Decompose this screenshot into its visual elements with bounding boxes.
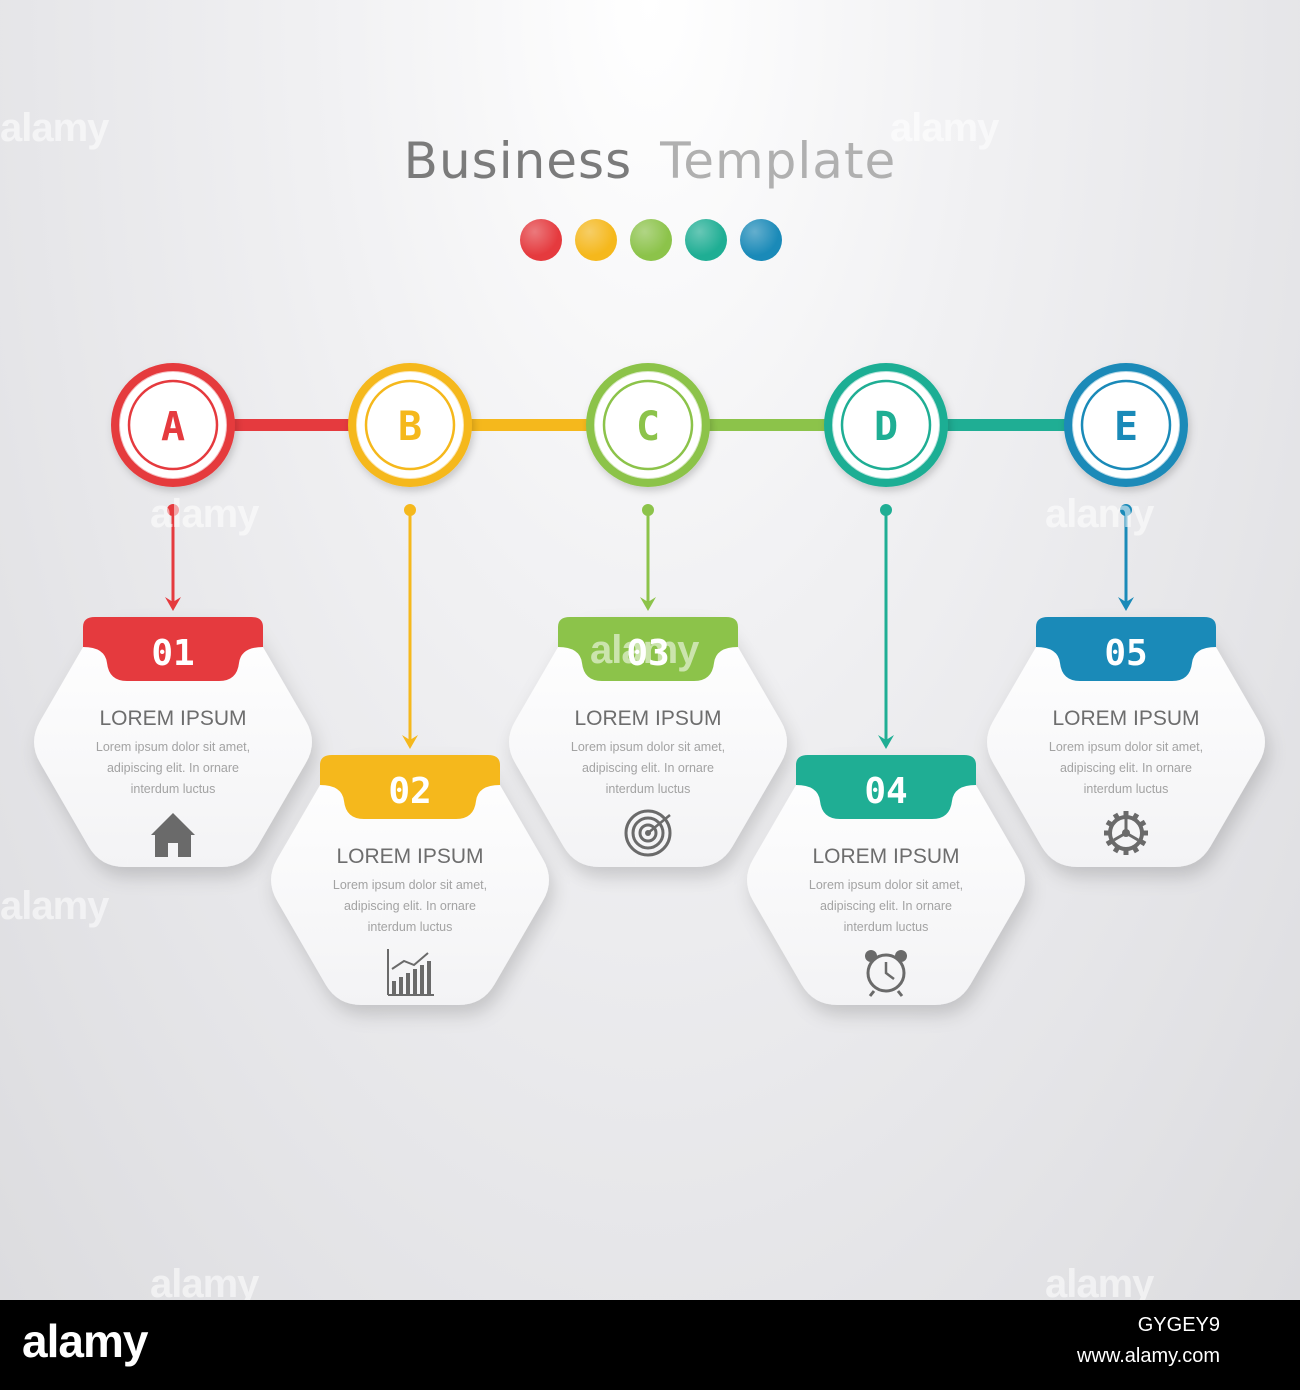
watermark: alamy <box>150 492 259 536</box>
bar-chart-icon <box>387 949 434 996</box>
step-body-line: Lorem ipsum dolor sit amet, <box>1049 740 1203 754</box>
color-dot <box>575 219 617 261</box>
step-marker: C <box>586 363 710 487</box>
watermark: alamy <box>0 106 109 150</box>
color-dots <box>520 219 782 263</box>
step-letter: A <box>161 404 185 450</box>
step-letter: B <box>398 404 422 450</box>
page-title: Business Template <box>0 132 1300 190</box>
step-marker: B <box>348 363 472 487</box>
title-word-business: Business <box>403 132 633 190</box>
step-number: 04 <box>864 771 907 812</box>
step-arrow <box>640 504 656 611</box>
color-dot <box>520 219 562 261</box>
step-heading: LOREM IPSUM <box>1052 707 1199 730</box>
step-heading: LOREM IPSUM <box>336 845 483 868</box>
watermark: alamy <box>0 884 109 928</box>
watermark: alamy <box>1045 1262 1154 1300</box>
step-body-line: interdum luctus <box>606 782 691 796</box>
color-dot <box>685 219 727 261</box>
step-body-line: interdum luctus <box>368 920 453 934</box>
stock-footer-bar: alamy GYGEY9 www.alamy.com <box>0 1300 1300 1390</box>
step-body-line: adipiscing elit. In ornare <box>582 761 714 775</box>
step-body-line: interdum luctus <box>844 920 929 934</box>
step-number: 03 <box>626 633 669 674</box>
footer-image-id: GYGEY9 <box>1137 1314 1220 1336</box>
gear-icon <box>1104 811 1148 855</box>
watermark: alamy <box>590 628 699 672</box>
step-number-tab <box>558 617 738 681</box>
step-body-line: Lorem ipsum dolor sit amet, <box>571 740 725 754</box>
step-body-line: Lorem ipsum dolor sit amet, <box>809 878 963 892</box>
step-body-line: adipiscing elit. In ornare <box>107 761 239 775</box>
step-arrow <box>878 504 894 749</box>
home-icon <box>151 813 195 857</box>
step-heading: LOREM IPSUM <box>812 845 959 868</box>
step-heading: LOREM IPSUM <box>574 707 721 730</box>
footer-url: www.alamy.com <box>1077 1345 1220 1367</box>
step-number-tab <box>320 755 500 819</box>
step-number: 02 <box>388 771 431 812</box>
step-body-line: interdum luctus <box>1084 782 1169 796</box>
step-marker: D <box>824 363 948 487</box>
step-arrow <box>165 504 181 611</box>
step-body-line: adipiscing elit. In ornare <box>820 899 952 913</box>
step-body-line: Lorem ipsum dolor sit amet, <box>333 878 487 892</box>
step-number-tab <box>796 755 976 819</box>
watermark: alamy <box>150 1262 259 1300</box>
step-number-tab <box>83 617 263 681</box>
step-number-tab <box>1036 617 1216 681</box>
step-marker: A <box>111 363 235 487</box>
title-word-template: Template <box>660 132 897 190</box>
step-body-line: adipiscing elit. In ornare <box>344 899 476 913</box>
step-marker: E <box>1064 363 1188 487</box>
step-letter: D <box>874 404 898 450</box>
target-icon <box>624 809 672 857</box>
step-markers: A B C D E <box>111 363 1188 487</box>
alarm-clock-icon <box>865 950 907 997</box>
step-letter: C <box>636 404 660 450</box>
watermark: alamy <box>1045 492 1154 536</box>
watermark: alamy <box>890 106 999 150</box>
step-body-line: interdum luctus <box>131 782 216 796</box>
footer-brand-logo: alamy <box>22 1315 148 1367</box>
step-body-line: Lorem ipsum dolor sit amet, <box>96 740 250 754</box>
step-heading: LOREM IPSUM <box>99 707 246 730</box>
step-arrow <box>1118 504 1134 611</box>
step-number: 01 <box>151 633 194 674</box>
color-dot <box>740 219 782 261</box>
step-number: 05 <box>1104 633 1147 674</box>
step-arrow <box>402 504 418 749</box>
color-dot <box>630 219 672 261</box>
step-letter: E <box>1114 404 1138 450</box>
step-body-line: adipiscing elit. In ornare <box>1060 761 1192 775</box>
